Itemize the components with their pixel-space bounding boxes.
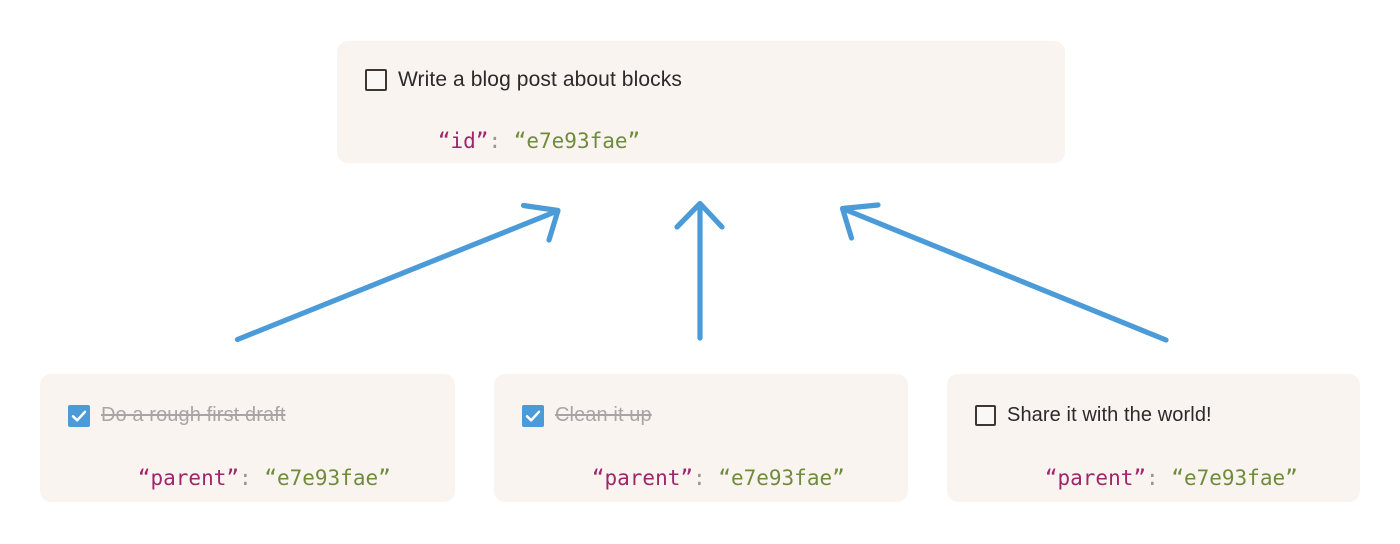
json-value: “e7e93fae”	[1171, 466, 1298, 490]
json-separator: :	[239, 466, 265, 490]
json-separator: :	[1146, 466, 1172, 490]
child-card-2[interactable]: Clean it up “parent”: “e7e93fae”	[494, 374, 908, 502]
child-card-1[interactable]: Do a rough first draft “parent”: “e7e93f…	[40, 374, 455, 502]
json-key: “parent”	[1044, 466, 1147, 490]
child-2-todo-row[interactable]: Clean it up	[494, 374, 908, 427]
arrow-child-3-to-parent	[839, 202, 1169, 343]
parent-json-line: “id”: “e7e93fae”	[337, 92, 1065, 177]
json-value: “e7e93fae”	[264, 466, 391, 490]
arrow-child-1-to-parent	[234, 202, 561, 343]
child-card-3[interactable]: Share it with the world! “parent”: “e7e9…	[947, 374, 1360, 502]
checkbox-checked-icon[interactable]	[522, 404, 544, 427]
json-key: “parent”	[591, 466, 694, 490]
child-1-todo-row[interactable]: Do a rough first draft	[40, 374, 455, 427]
child-3-todo-label: Share it with the world!	[1007, 404, 1212, 426]
child-1-json-line: “parent”: “e7e93fae”	[40, 427, 455, 514]
json-key: “parent”	[137, 466, 240, 490]
checkbox-empty-icon[interactable]	[975, 405, 996, 426]
checkbox-checked-icon[interactable]	[68, 404, 90, 427]
json-separator: :	[693, 466, 719, 490]
child-2-todo-label: Clean it up	[555, 404, 652, 426]
json-key: “id”	[437, 129, 489, 153]
arrow-child-2-to-parent	[674, 200, 725, 341]
parent-todo-row[interactable]: Write a blog post about blocks	[337, 41, 1065, 92]
json-value: “e7e93fae”	[513, 129, 641, 153]
checkbox-empty-icon[interactable]	[365, 69, 387, 91]
child-3-json-line: “parent”: “e7e93fae”	[947, 427, 1360, 514]
json-separator: :	[488, 129, 514, 153]
json-value: “e7e93fae”	[718, 466, 845, 490]
child-3-todo-row[interactable]: Share it with the world!	[947, 374, 1360, 427]
child-2-json-line: “parent”: “e7e93fae”	[494, 427, 908, 514]
child-1-todo-label: Do a rough first draft	[101, 404, 286, 426]
parent-todo-label: Write a blog post about blocks	[398, 68, 682, 91]
parent-card[interactable]: Write a blog post about blocks “id”: “e7…	[337, 41, 1065, 163]
